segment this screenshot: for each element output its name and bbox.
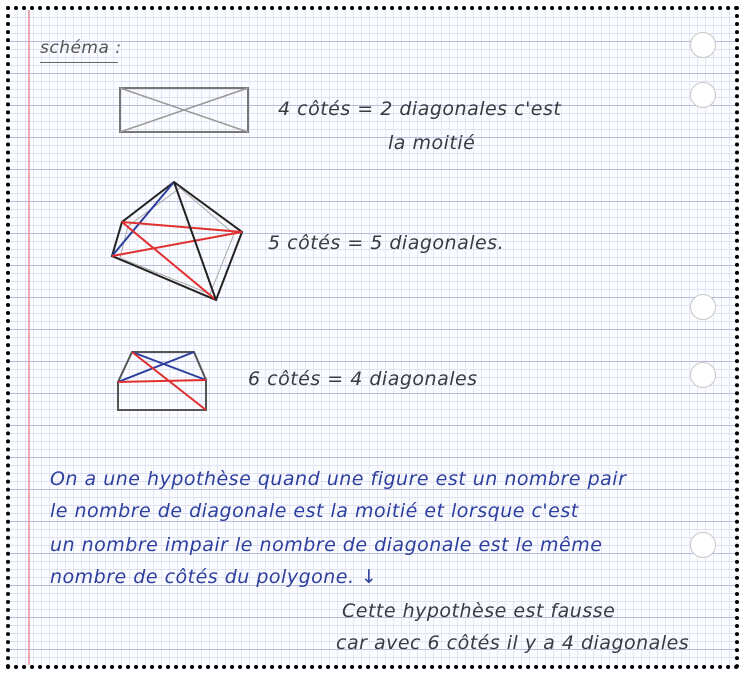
binder-hole-1 [690, 32, 716, 58]
binder-hole-3 [690, 294, 716, 320]
rectangle-figure [119, 87, 249, 133]
hypothesis-line-3: un nombre impair le nombre de diagonale … [50, 534, 603, 556]
conclusion-line-1: Cette hypothèse est fausse [342, 600, 616, 622]
hypothesis-line-2: le nombre de diagonale est la moitié et … [50, 500, 579, 522]
binder-hole-4 [690, 362, 716, 388]
binder-hole-2 [690, 82, 716, 108]
figure-3-label: 6 côtés = 4 diagonales [248, 368, 478, 390]
pentagon-figure [110, 180, 244, 302]
notebook-page: schéma : 4 côtés = 2 diagonales c'est la… [6, 6, 739, 669]
hypothesis-line-4: nombre de côtés du polygone. ↓ [50, 566, 378, 588]
heading: schéma : [40, 38, 122, 58]
conclusion-line-2: car avec 6 côtés il y a 4 diagonales [336, 632, 690, 654]
figure-2-label: 5 côtés = 5 diagonales. [268, 232, 505, 254]
heading-underline [40, 62, 118, 63]
figure-1-label-line2: la moitié [388, 132, 476, 154]
figure-1-label-line1: 4 côtés = 2 diagonales c'est [278, 98, 562, 120]
hexagon-figure [117, 351, 207, 411]
hypothesis-line-1: On a une hypothèse quand une figure est … [50, 468, 627, 490]
margin-line [28, 10, 30, 665]
binder-hole-5 [690, 532, 716, 558]
